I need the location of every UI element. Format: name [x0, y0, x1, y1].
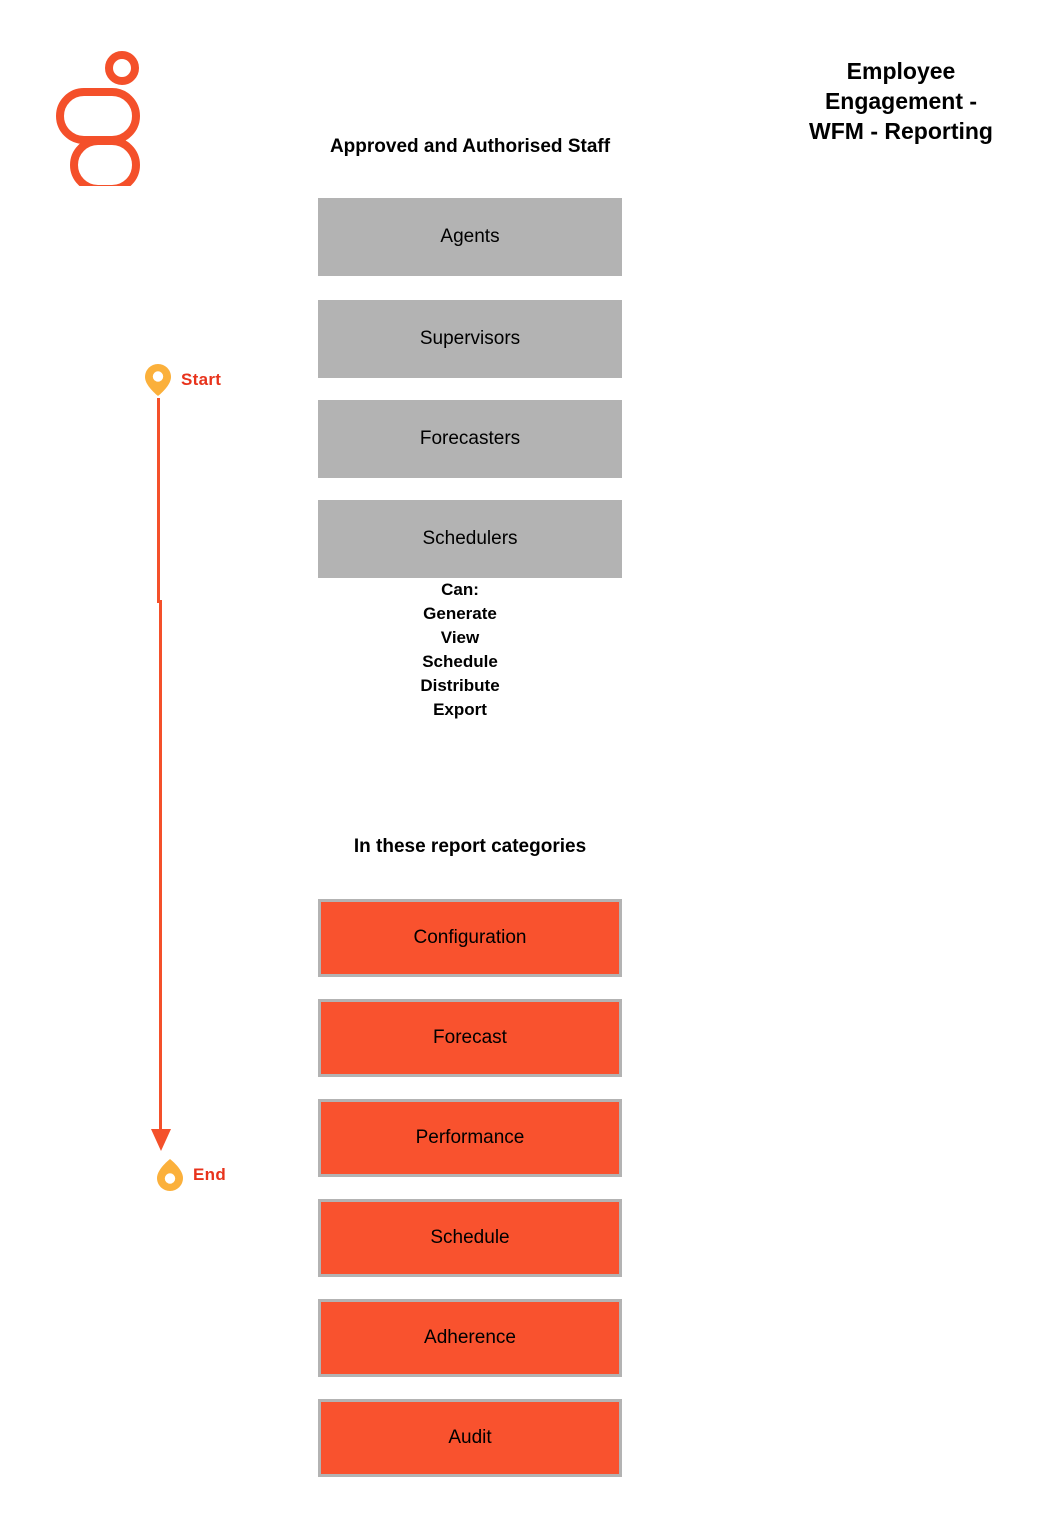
category-box-adherence[interactable]: Adherence	[318, 1299, 622, 1377]
end-marker-label: End	[193, 1165, 227, 1184]
category-box-forecast[interactable]: Forecast	[318, 999, 622, 1077]
staff-section-heading: Approved and Authorised Staff	[329, 136, 611, 157]
capability-item: Generate	[423, 604, 497, 623]
flow-line-segment-upper	[157, 398, 160, 603]
category-box-audit[interactable]: Audit	[318, 1399, 622, 1477]
category-box-label: Configuration	[413, 927, 527, 948]
staff-box-agents[interactable]: Agents	[318, 198, 622, 276]
flow-line-segment-lower	[159, 600, 162, 1135]
brand-logo-icon	[52, 46, 162, 193]
category-box-label: Schedule	[430, 1227, 510, 1248]
category-box-configuration[interactable]: Configuration	[318, 899, 622, 977]
category-box-label: Forecast	[433, 1027, 507, 1048]
staff-box-supervisors[interactable]: Supervisors	[318, 300, 622, 378]
capability-item: View	[440, 628, 480, 647]
category-box-label: Performance	[415, 1127, 525, 1148]
staff-box-label: Forecasters	[419, 428, 521, 449]
map-pin-icon	[156, 1158, 184, 1192]
category-box-performance[interactable]: Performance	[318, 1099, 622, 1177]
capabilities-heading: Can:	[441, 580, 479, 599]
end-marker: End	[156, 1158, 226, 1192]
staff-box-schedulers[interactable]: Schedulers	[318, 500, 622, 578]
start-marker-label: Start	[181, 370, 222, 389]
capability-item: Export	[433, 700, 487, 719]
capability-item: Schedule	[422, 652, 498, 671]
start-marker: Start	[144, 363, 221, 397]
staff-box-label: Supervisors	[419, 328, 521, 349]
category-box-label: Audit	[448, 1427, 492, 1448]
flow-arrowhead-icon	[151, 1129, 171, 1151]
categories-section-heading: In these report categories	[353, 836, 587, 857]
staff-box-forecasters[interactable]: Forecasters	[318, 400, 622, 478]
staff-box-label: Schedulers	[422, 528, 518, 549]
category-box-label: Adherence	[424, 1327, 516, 1348]
page-title: Employee Engagement - WFM - Reporting	[809, 58, 993, 144]
capabilities-list: Can: Generate View Schedule Distribute E…	[318, 578, 602, 722]
map-pin-icon	[144, 363, 172, 397]
category-box-schedule[interactable]: Schedule	[318, 1199, 622, 1277]
staff-box-label: Agents	[440, 226, 500, 247]
capability-item: Distribute	[420, 676, 500, 695]
